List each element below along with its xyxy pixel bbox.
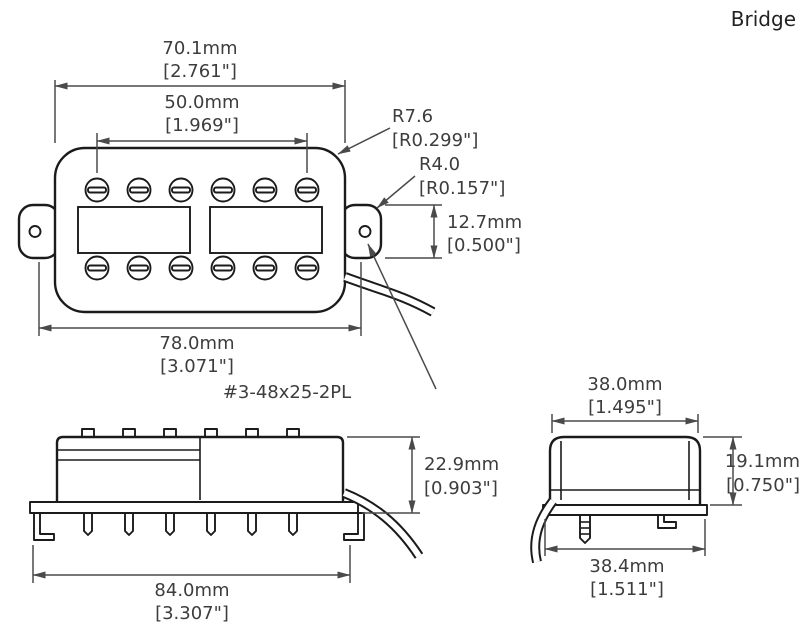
dim-body-width-inch: [2.761"] [163, 61, 237, 82]
baseplate-end [542, 504, 708, 516]
lead-wire-side-view-core [342, 490, 422, 558]
screw-note-label: #3-48x25-2PL [223, 382, 351, 403]
pole-screw-end [579, 514, 591, 544]
dim-ear-radius-mm: R4.0 [419, 154, 460, 175]
dim-mount-span-mm: 78.0mm [159, 333, 234, 354]
dim-ear-radius-inch: [R0.157"] [419, 178, 505, 199]
leader-ear-radius [376, 175, 416, 209]
leader-corner-radius [337, 127, 391, 155]
leader-screw-note [367, 243, 437, 390]
mounting-hole-right [358, 225, 372, 238]
pickup-top-view [17, 146, 436, 317]
dim-end-top-width-inch: [1.495"] [588, 397, 662, 418]
pole-tips-top [81, 428, 300, 439]
baseplate-side [29, 501, 359, 514]
dim-pole-spacing-mm: 50.0mm [164, 92, 239, 113]
dim-corner-radius-inch: [R0.299"] [392, 130, 478, 151]
bobbin-center-right [209, 206, 323, 254]
end-body-outline [548, 435, 702, 505]
pole-screws-bottom [83, 512, 298, 536]
dim-side-length-inch: [3.307"] [155, 603, 229, 624]
dim-end-top-width-mm: 38.0mm [587, 374, 662, 395]
dim-end-height-mm: 19.1mm [725, 451, 800, 472]
mounting-hole-left [28, 225, 42, 238]
mounting-tab [657, 514, 677, 529]
lead-wire-end-view-core [532, 499, 556, 563]
pickup-body-outline [53, 146, 347, 314]
pole-screws-bottom-row [84, 255, 320, 281]
pole-screws-top-row [84, 177, 320, 203]
mounting-leg-left [33, 512, 55, 541]
dim-end-bottom-width-mm: 38.4mm [589, 556, 664, 577]
dim-side-height-mm: 22.9mm [424, 454, 499, 475]
drawing-title: Bridge [731, 7, 796, 31]
dimension-annotations: 70.1mm [2.761"] 50.0mm [1.969"] R7.6 [R0… [32, 38, 800, 624]
dim-ear-height-mm: 12.7mm [447, 212, 522, 233]
lead-wire-side-view [342, 488, 424, 559]
dim-body-width-mm: 70.1mm [162, 38, 237, 59]
dim-corner-radius-mm: R7.6 [392, 106, 433, 127]
dim-ear-height-inch: [0.500"] [447, 235, 521, 256]
lead-wire-top-view-core [343, 274, 435, 315]
dim-mount-span-inch: [3.071"] [160, 356, 234, 377]
pickup-side-view [29, 428, 424, 559]
dim-end-bottom-width-inch: [1.511"] [590, 579, 664, 600]
dim-side-height-inch: [0.903"] [424, 478, 498, 499]
mounting-leg-right [343, 512, 365, 541]
dim-end-height-inch: [0.750"] [726, 475, 800, 496]
dim-pole-spacing-inch: [1.969"] [165, 115, 239, 136]
bobbin-center-left [77, 206, 191, 254]
pickup-end-view [530, 435, 708, 564]
dim-side-length-mm: 84.0mm [154, 580, 229, 601]
